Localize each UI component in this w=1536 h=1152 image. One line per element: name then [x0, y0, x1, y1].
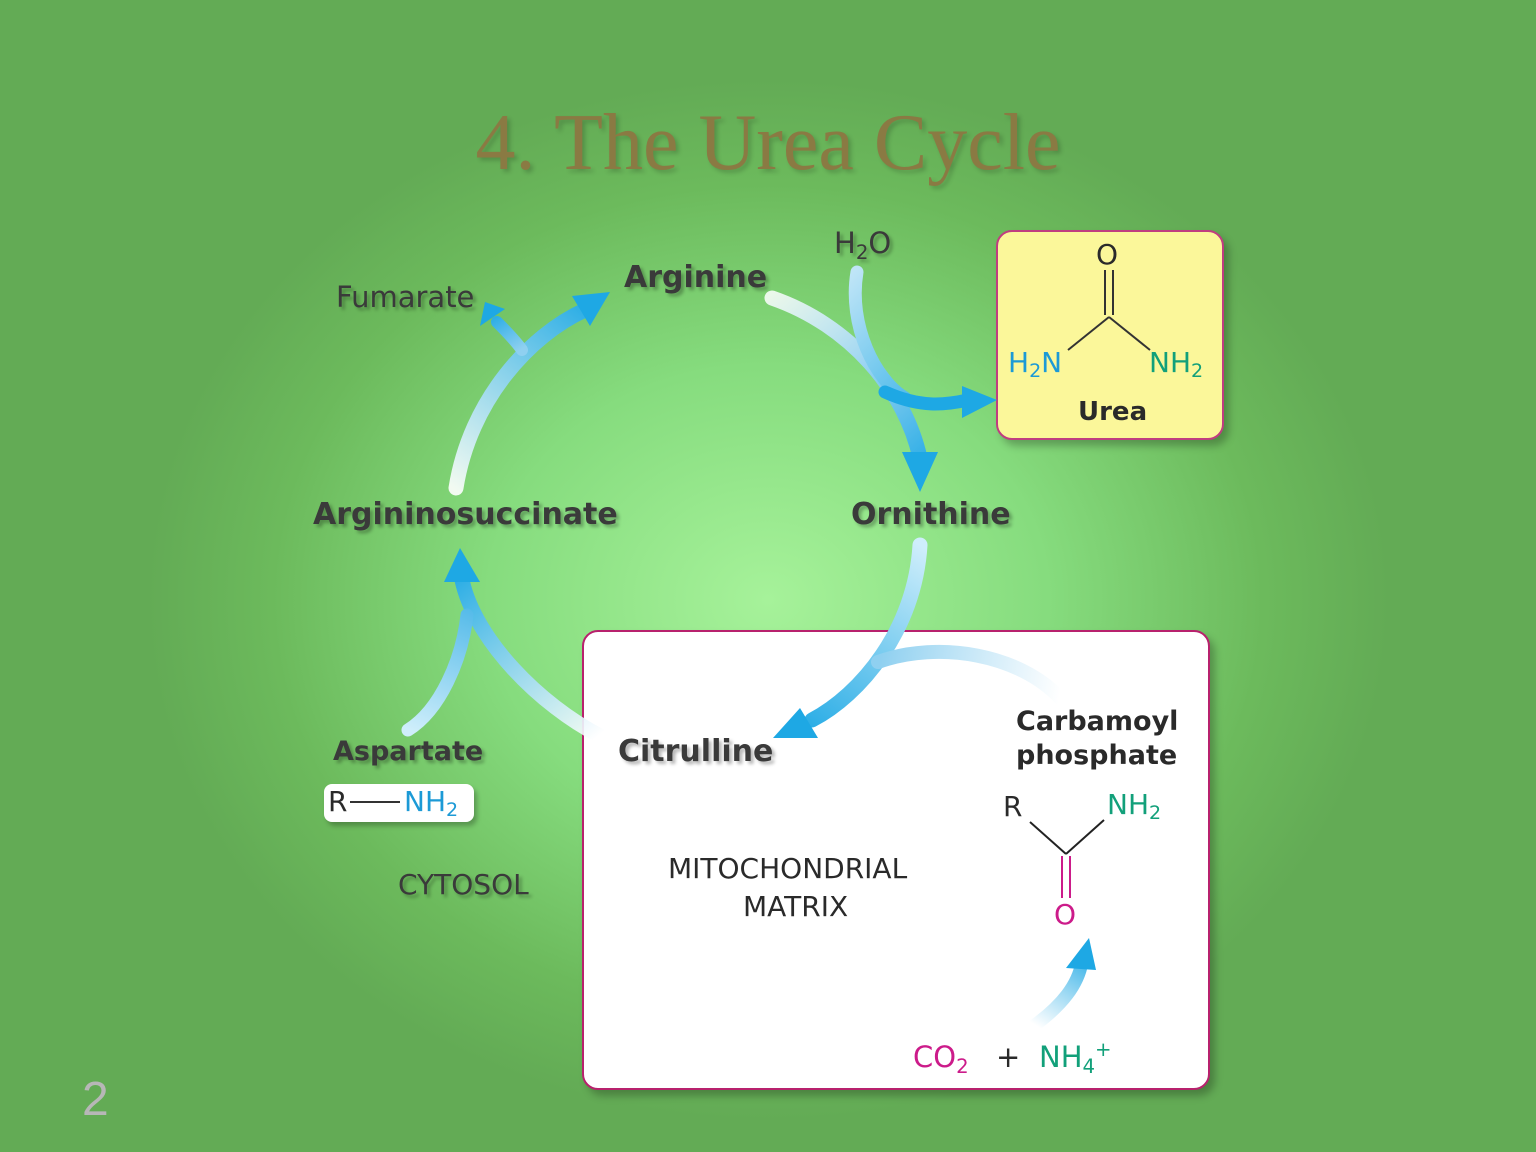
aspartate-label: Aspartate [333, 736, 484, 767]
co2-label: CO2 [913, 1040, 969, 1078]
carbamoyl-oxygen: O [1054, 898, 1077, 931]
carbamoyl-label-line2: phosphate [1016, 740, 1178, 771]
carbamoyl-label-line1: Carbamoyl [1016, 706, 1179, 737]
citrulline-label: Citrulline [618, 734, 774, 769]
urea-h2n: H2N [1008, 346, 1063, 383]
aspartate-r: R [328, 785, 348, 818]
argininosuccinate-label: Argininosuccinate [313, 497, 618, 532]
mitochondrial-matrix-box [582, 630, 1210, 1090]
urea-label: Urea [1078, 397, 1148, 427]
urea-nh2: NH2 [1149, 346, 1204, 383]
slide-title: 4. The Urea Cycle [475, 99, 1061, 187]
urea-box [996, 230, 1224, 440]
plus-sign: + [996, 1040, 1021, 1074]
fumarate-label: Fumarate [336, 280, 475, 314]
ornithine-label: Ornithine [851, 497, 1011, 532]
matrix-line1: MITOCHONDRIAL [668, 852, 908, 885]
aspartate-nh2: NH2 [404, 785, 459, 822]
water-label: H2O [834, 226, 892, 264]
nh4-label: NH4+ [1039, 1038, 1112, 1078]
slide-number: 2 [82, 1073, 109, 1126]
cytosol-label: CYTOSOL [398, 868, 529, 901]
arginine-label: Arginine [624, 260, 768, 295]
urea-oxygen: O [1096, 238, 1119, 271]
matrix-line2: MATRIX [743, 890, 849, 923]
carbamoyl-nh2: NH2 [1107, 788, 1162, 825]
carbamoyl-r: R [1003, 790, 1023, 823]
